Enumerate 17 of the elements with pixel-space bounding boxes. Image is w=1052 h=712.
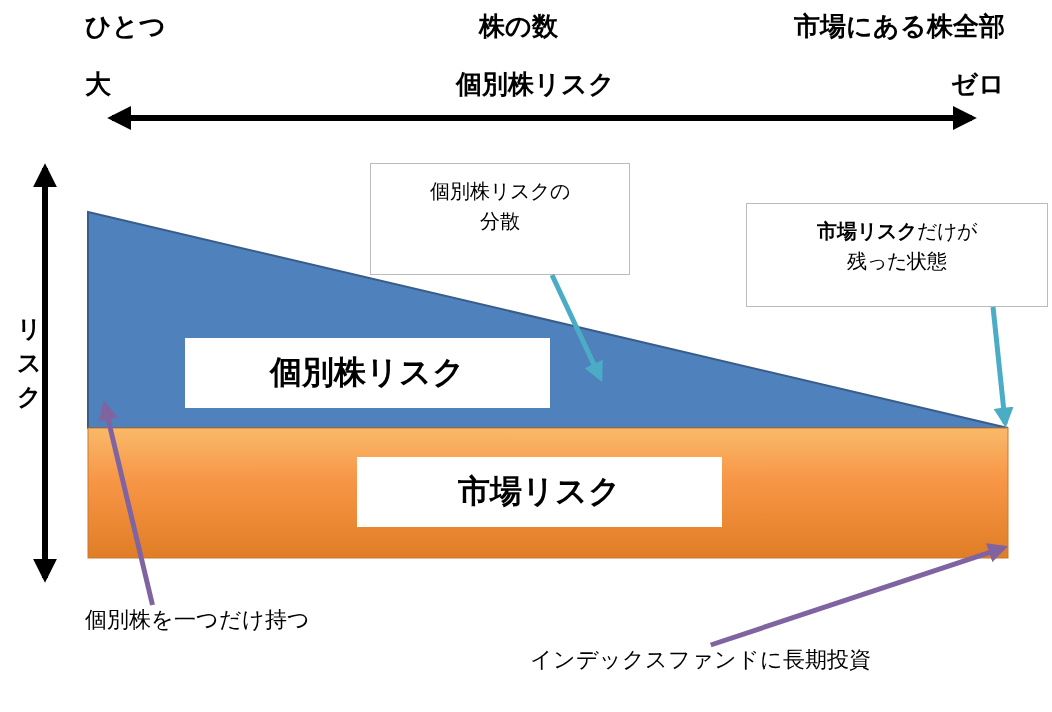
scale-label: 個別株リスク	[455, 68, 615, 100]
scale-label: ゼロ	[951, 68, 1005, 100]
axis-label: リスク	[16, 314, 42, 413]
scale-label: 株の数	[478, 10, 558, 42]
label-box: 市場リスク	[357, 457, 722, 527]
callout-box: 市場リスクだけが残った状態	[746, 203, 1048, 307]
note-text: 個別株を一つだけ持つ	[85, 605, 310, 635]
scale-label: 市場にある株全部	[794, 10, 1005, 42]
arrow	[709, 543, 1009, 648]
arrow	[549, 273, 603, 382]
scale-label: ひとつ	[85, 10, 166, 42]
arrow	[98, 400, 155, 606]
scale-label: 大	[85, 68, 111, 100]
note-text: インデックスファンドに長期投資	[530, 645, 871, 675]
arrow	[990, 306, 1014, 428]
callout-box: 個別株リスクの分散	[370, 163, 630, 275]
label-box: 個別株リスク	[185, 338, 550, 408]
